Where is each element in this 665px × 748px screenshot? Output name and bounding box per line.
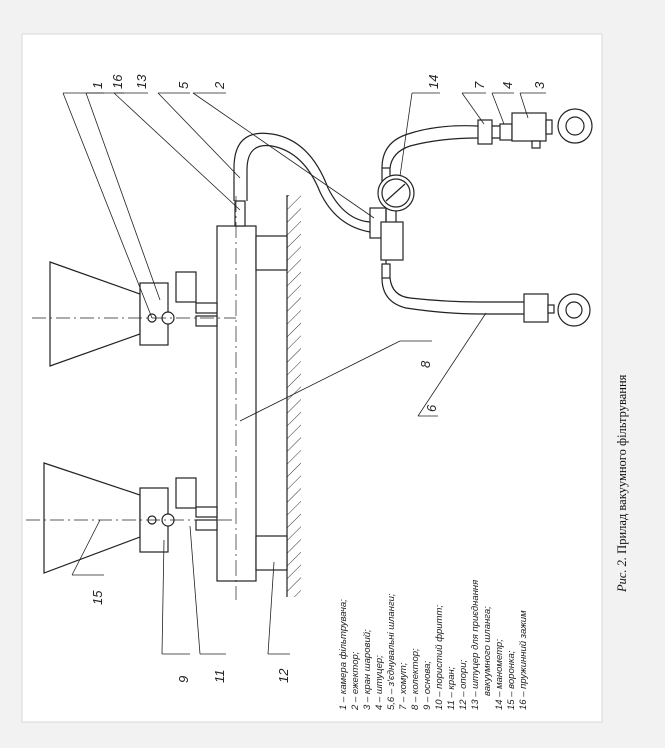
drawing-frame <box>21 33 603 723</box>
filter-unit-top <box>32 261 236 367</box>
legend-item: 5,6 – з'єднувальні шланги; <box>386 593 397 710</box>
caption-prefix: Рис. 2. <box>615 557 629 593</box>
callout-13: 13 <box>134 74 149 89</box>
legend-item: 8 – колектор; <box>410 648 421 710</box>
callout-numbers: 1 16 13 5 2 14 7 4 3 6 8 15 9 11 12 <box>90 74 547 683</box>
legend-item: 7 – хомут; <box>398 662 409 710</box>
hose-5 <box>233 132 371 233</box>
nozzle-4 <box>499 123 513 141</box>
callout-3: 3 <box>532 81 547 89</box>
leader-lines <box>62 92 546 655</box>
hose-branch-upper <box>381 125 500 169</box>
legend-item: 15 – воронка; <box>506 650 517 710</box>
spring-clamp-top <box>175 271 197 303</box>
legend-item: вакуумного шланга; <box>482 606 493 696</box>
valve-stem-bottom <box>195 506 218 518</box>
vacuum-fitting <box>234 200 246 227</box>
legend-item: 2 – ежектор; <box>350 651 361 711</box>
callout-5: 5 <box>176 81 191 89</box>
ground-hatch <box>286 195 301 597</box>
callout-15: 15 <box>90 590 105 605</box>
ball-valve <box>511 108 593 149</box>
spring-clamp-bottom <box>175 477 197 509</box>
legend-item: 13 – штуцер для приєднання <box>470 580 481 710</box>
callout-11: 11 <box>212 670 227 684</box>
legend-item: 10 – пористий фритт; <box>434 605 445 710</box>
callout-8: 8 <box>418 360 433 368</box>
callout-9: 9 <box>176 676 191 683</box>
legend-item: 1 – камера фільтрувача; <box>338 599 349 710</box>
valve-stem-top <box>195 302 218 314</box>
callout-6: 6 <box>424 404 439 412</box>
collector <box>216 225 257 582</box>
outlet-connector <box>523 293 591 327</box>
callout-7: 7 <box>472 81 487 89</box>
legend-item: 11 – кран; <box>446 666 457 710</box>
callout-4: 4 <box>500 82 515 89</box>
figure-caption: Рис. 2. Прилад вакуумного фільтрування <box>615 374 629 593</box>
legend-item: 4 – штуцер; <box>374 655 385 710</box>
legend-item: 9 – основа; <box>422 661 433 710</box>
callout-12: 12 <box>276 668 291 683</box>
legend-item: 14 – манометр; <box>494 639 505 710</box>
legend: 1 – камера фільтрувача; 2 – ежектор; 3 –… <box>338 580 529 711</box>
legend-item: 3 – кран шаровий; <box>362 629 373 710</box>
callout-14: 14 <box>426 75 441 89</box>
filter-unit-bottom <box>26 462 236 574</box>
caption-text: Прилад вакуумного фільтрування <box>615 374 629 553</box>
supports <box>255 235 288 571</box>
callout-16: 16 <box>110 74 125 89</box>
callout-1: 1 <box>90 82 105 89</box>
clamp-7 <box>477 119 493 145</box>
hose-6 <box>381 277 524 315</box>
callout-2: 2 <box>212 81 227 90</box>
legend-item: 16 – пружинний зажим <box>518 610 529 710</box>
legend-item: 12 – опори; <box>458 660 469 710</box>
manometer <box>377 174 415 222</box>
